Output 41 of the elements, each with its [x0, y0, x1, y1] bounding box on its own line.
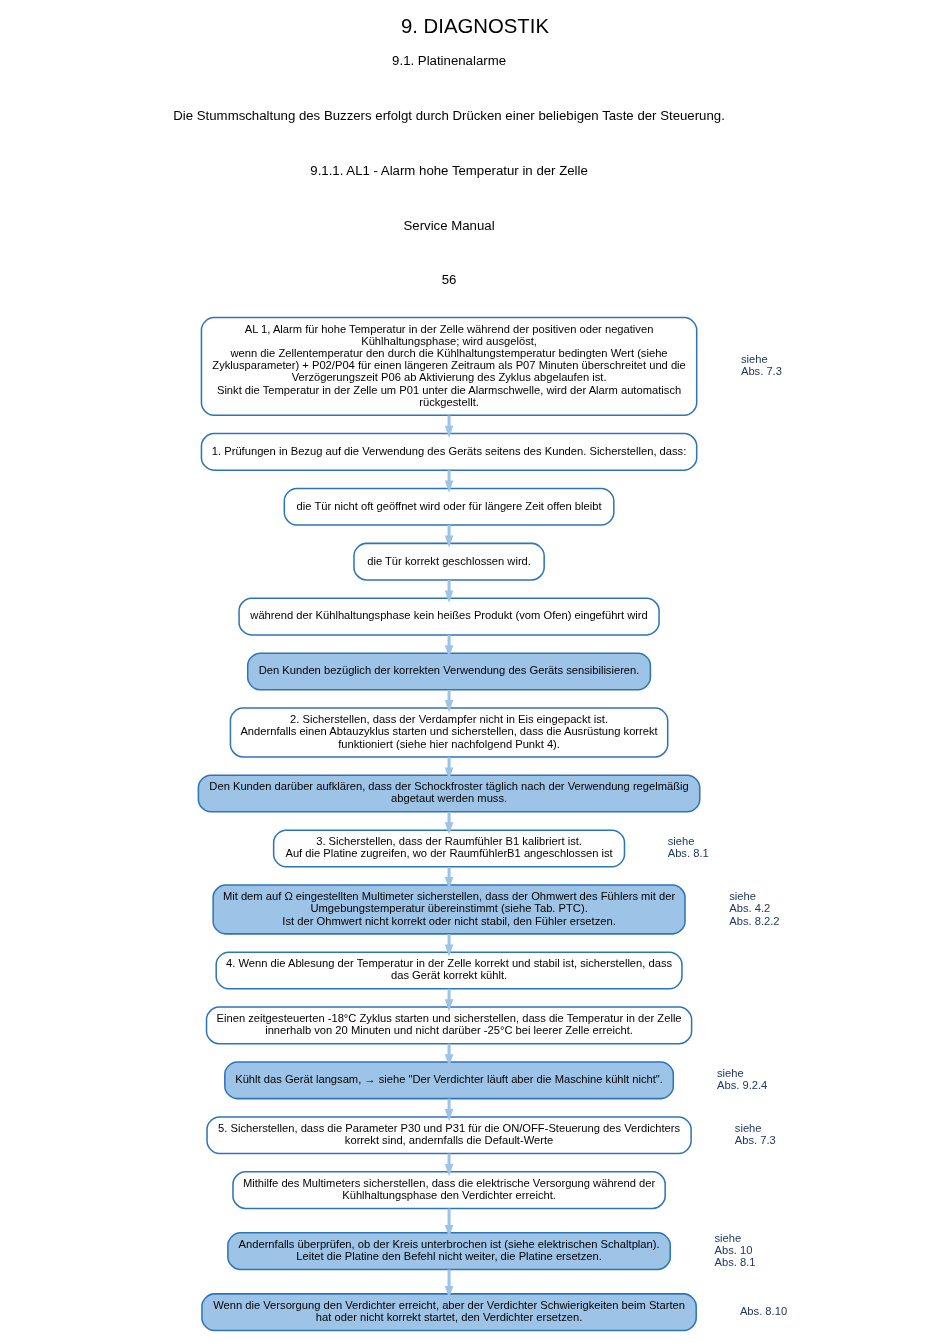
node-box: Einen zeitgesteuerten -18°C Zyklus starten und sicherstellen, dass die Temperatur in der Zelle innerhalb von 20 Minuten und nicht darüber -25°C bei leerer Zelle erreicht.	[205, 1006, 693, 1045]
label: 9.1. Platinenalarme	[392, 52, 507, 68]
node-box: Andernfalls überprüfen, ob der Kreis unterbrochen ist (siehe elektrischen Schaltplan). Leitet die Platine den Befehl nicht weiter, die Platine ersetzen.	[227, 1232, 671, 1271]
node-label: siehe	[714, 1231, 742, 1244]
node-label: Abs. 8.1	[667, 847, 709, 860]
node-box: Kühlt das Gerät langsam, → siehe "Der Verdichter läuft aber die Maschine kühlt nicht".	[224, 1061, 675, 1100]
node-box: Mithilfe des Multimeters sicherstellen, dass die elektrische Versorgung während der Kühlhaltungsphase den Verdichter erreicht.	[232, 1171, 666, 1210]
node-label: siehe	[729, 890, 756, 903]
node-box: Mit dem auf Ω eingestellten Multimeter sicherstellen, dass der Ohmwert des Fühlers mit der Umgebungstemperatur übereinstimmt (siehe Tab. PTC). Ist der Ohmwert nicht korrekt oder nicht stabil, den Fühler ersetzen.	[212, 884, 686, 935]
node-box: Wenn die Versorgung den Verdichter erreicht, aber der Verdichter Schwierigkeiten beim Starten hat oder nicht korrekt startet, den Verdichter ersetzen.	[201, 1293, 697, 1332]
arrow	[444, 415, 454, 438]
node-label: Abs. 8.10	[739, 1305, 788, 1318]
node-label: Abs. 8.2.2	[729, 914, 780, 927]
node-box: 2. Sicherstellen, dass der Verdampfer nicht in Eis eingepackt ist. Andernfalls einen Abtauzyklus starten und sicherstellen, dass die Ausrüstung korrekt funktioniert (siehe hier nachfolgend Punkt 4).	[229, 707, 669, 758]
node-label: siehe	[667, 835, 695, 848]
node-label: Abs. 10	[714, 1244, 753, 1257]
diagram-title: 9. DIAGNOSTIK	[401, 14, 549, 37]
node-label: siehe	[740, 353, 768, 366]
node-label: Abs. 9.2.4	[717, 1079, 768, 1092]
node-label: Abs. 8.1	[714, 1256, 756, 1269]
label: Service Manual	[403, 217, 495, 233]
node-box: 5. Sicherstellen, dass die Parameter P30 und P31 für die ON/OFF-Steuerung des Verdichters korrekt sind, andernfalls die Default-Werte	[206, 1116, 692, 1155]
node-box: 4. Wenn die Ablesung der Temperatur in der Zelle korrekt und stabil ist, sicherstellen, dass das Gerät korrekt kühlt.	[215, 951, 683, 990]
node-label: Abs. 7.3	[740, 365, 782, 378]
node-box: die Tür korrekt geschlossen wird.	[353, 542, 545, 581]
node-box: Den Kunden bezüglich der korrekten Verwendung des Geräts sensibilisieren.	[246, 652, 652, 691]
label: Die Stummschaltung des Buzzers erfolgt durch Drücken einer beliebigen Taste der Steuerung.	[173, 107, 725, 123]
node-box: 3. Sicherstellen, dass der Raumfühler B1 kalibriert ist. Auf die Platine zugreifen, wo der RaumfühlerB1 angeschlossen ist	[272, 829, 626, 868]
node-label: siehe	[717, 1067, 744, 1080]
node-box: Den Kunden darüber aufklären, dass der Schockfroster täglich nach der Verwendung regelmäßig abgetaut werden muss.	[197, 774, 701, 813]
node-label: siehe	[734, 1121, 762, 1134]
label: 9.1.1. AL1 - Alarm hohe Temperatur in der Zelle	[310, 162, 588, 178]
node-box: AL 1, Alarm für hohe Temperatur in der Zelle während der positiven oder negativen Kühlhaltungsphase; wird ausgelöst, wenn die Zellentemperatur den durch die Kühlhaltungstemperatur bedingten Wert (siehe Zyklusparameter) + P02/P04 für einen längeren Zeitraum als P07 Minuten überschreitet und die Verzögerungszeit P06 ab Aktivierung des Zyklus abgelaufen ist. Sinkt die Temperatur in der Zelle um P01 unter die Alarmschwelle, wird der Alarm automatisch rückgestellt.	[200, 316, 698, 416]
node-label: Abs. 7.3	[734, 1134, 776, 1147]
label: 56	[441, 272, 457, 288]
node-box: 1. Prüfungen in Bezug auf die Verwendung des Geräts seitens des Kunden. Sicherstellen, dass:	[200, 432, 698, 471]
arrow	[444, 934, 454, 957]
node-box: die Tür nicht oft geöffnet wird oder für längere Zeit offen bleibt	[283, 487, 615, 526]
node-label: Abs. 4.2	[729, 902, 771, 915]
arrow	[444, 470, 454, 493]
node-box: während der Kühlhaltungsphase kein heißes Produkt (vom Ofen) eingeführt wird	[238, 597, 660, 636]
